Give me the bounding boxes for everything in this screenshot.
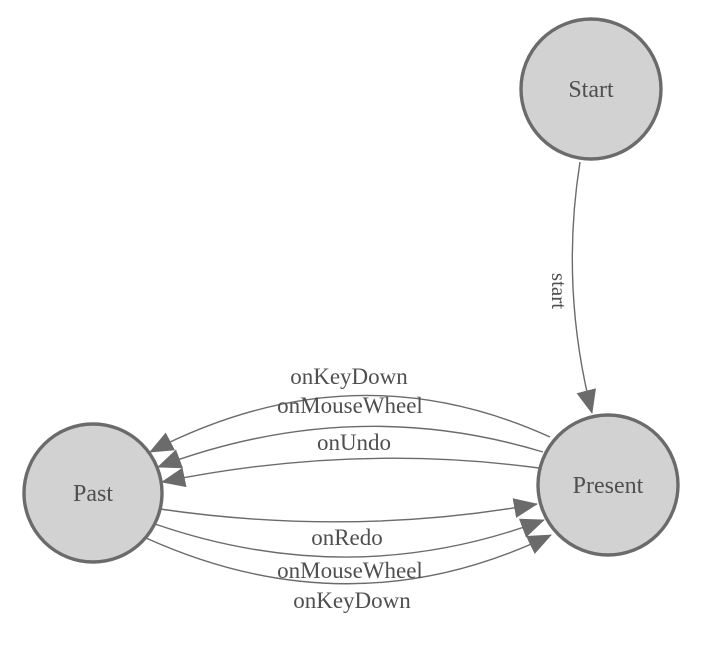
state-node-past[interactable] bbox=[22, 422, 164, 564]
node-label-start: Start bbox=[568, 77, 614, 103]
edge-present-to-past-onmousewheel[interactable] bbox=[157, 425, 544, 469]
edge-label-onundo: onUndo bbox=[317, 430, 391, 455]
edge-present-to-past-onkeydown[interactable] bbox=[149, 394, 551, 453]
state-node-present[interactable] bbox=[536, 413, 680, 557]
node-label-present: Present bbox=[573, 473, 644, 499]
edge-label-onmousewheel-top: onMouseWheel bbox=[277, 393, 423, 418]
edge-label-onkeydown-top: onKeyDown bbox=[290, 364, 408, 389]
edge-label-onredo: onRedo bbox=[311, 525, 383, 550]
edge-label-start: start bbox=[547, 273, 571, 309]
edge-label-onkeydown-bottom: onKeyDown bbox=[293, 588, 411, 613]
edge-past-to-present-onkeydown[interactable] bbox=[145, 534, 552, 585]
node-label-past: Past bbox=[73, 481, 113, 507]
edge-present-to-past-onundo[interactable] bbox=[161, 457, 540, 488]
edge-past-to-present-onredo[interactable] bbox=[159, 498, 538, 523]
edge-label-onmousewheel-bottom: onMouseWheel bbox=[277, 558, 423, 583]
edge-start-to-present[interactable] bbox=[571, 161, 596, 414]
state-node-start[interactable] bbox=[519, 17, 663, 161]
edge-past-to-present-onmousewheel[interactable] bbox=[154, 518, 545, 558]
